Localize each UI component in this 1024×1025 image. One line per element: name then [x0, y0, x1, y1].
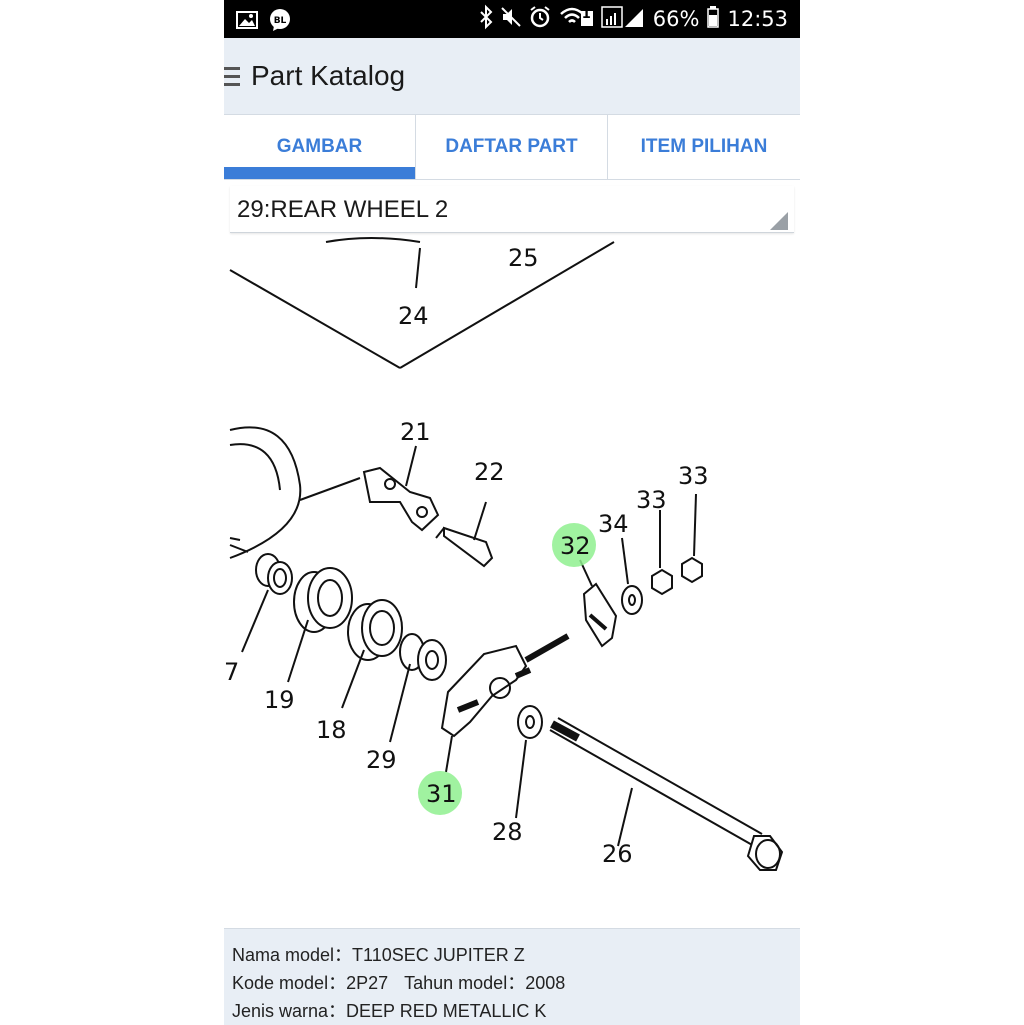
callout-29[interactable]: 29 — [366, 746, 397, 774]
battery-percent: 66% — [652, 7, 700, 31]
color-value: DEEP RED METALLIC K — [346, 1001, 547, 1021]
page-title: Part Katalog — [251, 60, 406, 91]
section-dropdown-value: 29:REAR WHEEL 2 — [237, 196, 449, 223]
callout-33a[interactable]: 33 — [678, 462, 709, 490]
model-code-label: Kode model： — [232, 973, 347, 993]
callout-24[interactable]: 24 — [398, 302, 429, 330]
image-icon — [236, 11, 258, 34]
callout-21[interactable]: 21 — [400, 418, 431, 446]
tab-daftar-part[interactable]: DAFTAR PART — [416, 115, 608, 179]
app-bar: Part Katalog — [224, 38, 800, 114]
model-name-label: Nama model： — [232, 945, 353, 965]
model-name-value: T110SEC JUPITER Z — [352, 945, 525, 965]
callout-31[interactable]: 31 — [426, 780, 457, 808]
svg-text:BL: BL — [274, 16, 287, 26]
highlight-32[interactable] — [552, 523, 596, 567]
callout-18[interactable]: 18 — [316, 716, 347, 744]
tab-bar: GAMBAR DAFTAR PART ITEM PILIHAN — [224, 114, 800, 180]
color-line: Jenis warna：DEEP RED METALLIC K — [232, 997, 546, 1023]
callout-32[interactable]: 32 — [560, 532, 591, 560]
callout-28[interactable]: 28 — [492, 818, 523, 846]
section-dropdown[interactable]: 29:REAR WHEEL 2 — [230, 186, 794, 233]
hamburger-menu-icon[interactable] — [224, 66, 242, 86]
notification-badge: 1 — [581, 6, 591, 22]
callout-22[interactable]: 22 — [474, 458, 505, 486]
model-year-label: Tahun model： — [404, 973, 526, 993]
tab-gambar[interactable]: GAMBAR — [224, 115, 416, 179]
highlight-31[interactable] — [418, 771, 462, 815]
alarm-icon — [529, 5, 551, 33]
callout-19[interactable]: 19 — [264, 686, 295, 714]
model-code-line: Kode model：2P27 Tahun model：2008 — [232, 969, 565, 995]
model-code-value: 2P27 — [346, 973, 389, 993]
model-name-line: Nama model：T110SEC JUPITER Z — [232, 941, 525, 967]
callout-34[interactable]: 34 — [598, 510, 629, 538]
bluetooth-icon — [479, 4, 493, 33]
model-info-footer: Nama model：T110SEC JUPITER Z Kode model：… — [224, 928, 800, 1025]
callout-7[interactable]: 7 — [224, 658, 239, 686]
wifi-icon: 1 — [559, 6, 593, 33]
clock: 12:53 — [727, 7, 788, 31]
status-bar: BL 1 66% 12:53 — [224, 0, 800, 38]
model-year-value: 2008 — [525, 973, 566, 993]
phone-screen: BL 1 66% 12:53 — [224, 0, 800, 1025]
exploded-parts-diagram[interactable]: 25 24 21 22 33 33 34 32 7 19 18 29 31 28… — [224, 237, 800, 922]
color-label: Jenis warna： — [232, 1001, 347, 1021]
battery-icon — [707, 5, 720, 33]
bl-app-icon: BL — [268, 8, 292, 37]
callout-26[interactable]: 26 — [602, 840, 633, 868]
dropdown-caret-icon — [770, 212, 788, 230]
signal-icon — [601, 5, 645, 33]
tab-item-pilihan[interactable]: ITEM PILIHAN — [640, 136, 768, 157]
callout-33b[interactable]: 33 — [636, 486, 667, 514]
callout-25[interactable]: 25 — [508, 244, 539, 272]
mute-icon — [501, 6, 521, 32]
